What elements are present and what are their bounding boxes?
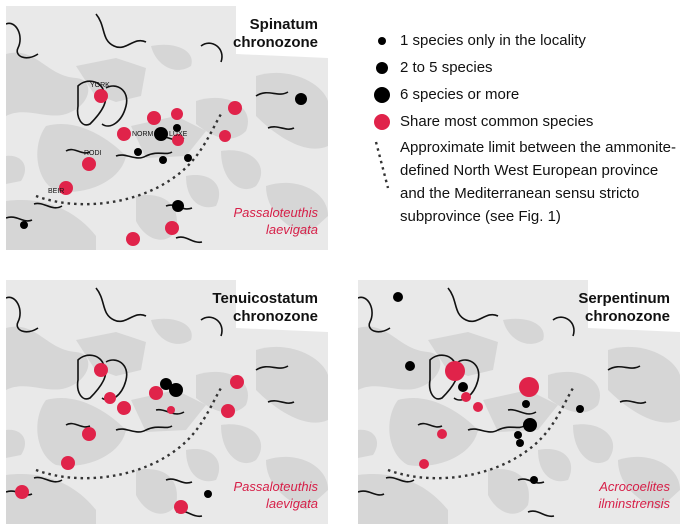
species-label-serpentinum: Acrocoelites ilminstrensis <box>598 478 670 512</box>
black-marker <box>172 200 184 212</box>
red-marker <box>117 127 131 141</box>
red-marker <box>104 392 116 404</box>
title-line-1: Spinatum <box>249 16 318 33</box>
locality-label-york: YORK <box>90 82 110 89</box>
black-marker <box>516 439 524 447</box>
red-marker <box>82 157 96 171</box>
species-line-2: laevigata <box>265 222 318 237</box>
species-label-spinatum: Passaloteuthis laevigata <box>233 204 318 238</box>
title-line-1: Serpentinum <box>578 290 670 307</box>
species-label-tenuicostatum: Passaloteuthis laevigata <box>233 478 318 512</box>
panel-title-tenuicostatum: Tenuicostatum chronozone <box>212 290 318 326</box>
red-marker <box>82 427 96 441</box>
black-marker <box>160 378 172 390</box>
map-spinatum: YORK NORM LUXE RODI BEIR <box>6 6 328 250</box>
medium-black-dot-icon <box>376 62 388 74</box>
red-marker <box>167 406 175 414</box>
black-marker <box>530 476 538 484</box>
species-line-1: Passaloteuthis <box>233 479 318 494</box>
red-marker <box>461 392 471 402</box>
black-marker <box>204 490 212 498</box>
black-marker <box>184 154 192 162</box>
locality-markers <box>20 89 307 246</box>
land-masses <box>6 6 328 250</box>
red-marker <box>419 459 429 469</box>
red-marker <box>149 386 163 400</box>
map-panel-serpentinum: Serpentinum chronozone Acrocoelites ilmi… <box>358 280 680 524</box>
red-marker <box>174 500 188 514</box>
red-marker <box>228 101 242 115</box>
title-line-2: chronozone <box>233 34 318 51</box>
panel-title-serpentinum: Serpentinum chronozone <box>578 290 670 326</box>
red-marker <box>230 375 244 389</box>
province-boundary <box>35 113 223 206</box>
large-black-dot-icon <box>374 87 390 103</box>
province-boundary <box>35 387 223 480</box>
black-marker <box>393 292 403 302</box>
red-marker <box>126 232 140 246</box>
red-marker <box>165 221 179 235</box>
species-line-1: Passaloteuthis <box>233 205 318 220</box>
red-marker <box>219 130 231 142</box>
black-marker <box>154 127 168 141</box>
black-marker <box>173 124 181 132</box>
province-boundary <box>387 387 575 480</box>
black-marker <box>458 382 468 392</box>
legend-label-large-black: 6 species or more <box>400 86 520 103</box>
locality-label-luxe: LUXE <box>169 131 188 138</box>
species-line-2: laevigata <box>265 496 318 511</box>
red-marker <box>94 89 108 103</box>
title-line-2: chronozone <box>233 308 318 325</box>
coastlines <box>6 287 295 518</box>
black-marker <box>295 93 307 105</box>
black-marker <box>523 418 537 432</box>
red-marker <box>15 485 29 499</box>
red-marker <box>221 404 235 418</box>
species-line-1: Acrocoelites <box>599 479 670 494</box>
red-marker <box>61 456 75 470</box>
small-black-dot-icon <box>378 37 386 45</box>
title-line-1: Tenuicostatum <box>212 290 318 307</box>
red-marker <box>172 134 184 146</box>
black-marker <box>159 156 167 164</box>
black-marker <box>169 383 183 397</box>
red-marker <box>445 361 465 381</box>
legend-label-medium-black: 2 to 5 species <box>400 59 493 76</box>
map-panel-tenuicostatum: Tenuicostatum chronozone Passaloteuthis … <box>6 280 328 524</box>
coastlines <box>358 287 647 518</box>
red-marker <box>59 181 73 195</box>
land-masses <box>358 280 680 524</box>
locality-markers <box>393 292 584 484</box>
legend-label-boundary: Approximate limit between the ammonite-d… <box>400 139 676 225</box>
map-panel-spinatum: YORK NORM LUXE RODI BEIR Spinatum chrono… <box>6 6 328 250</box>
black-marker <box>405 361 415 371</box>
locality-label-norm: NORM <box>132 131 154 138</box>
red-marker <box>519 377 539 397</box>
red-marker <box>437 429 447 439</box>
map-tenuicostatum <box>6 280 328 524</box>
red-marker <box>147 111 161 125</box>
red-marker <box>117 401 131 415</box>
locality-labels: YORK NORM LUXE RODI BEIR <box>48 82 188 195</box>
title-line-2: chronozone <box>585 308 670 325</box>
red-marker <box>94 363 108 377</box>
black-marker <box>576 405 584 413</box>
dotted-boundary-icon <box>374 141 390 189</box>
panel-title-spinatum: Spinatum chronozone <box>233 16 318 52</box>
map-serpentinum <box>358 280 680 524</box>
locality-label-rodi: RODI <box>84 150 102 157</box>
black-marker <box>20 221 28 229</box>
red-marker <box>473 402 483 412</box>
black-marker <box>514 431 522 439</box>
legend-label-red: Share most common species <box>400 113 594 130</box>
legend-label-small-black: 1 species only in the locality <box>400 32 586 49</box>
red-dot-icon <box>374 114 390 130</box>
species-line-2: ilminstrensis <box>598 496 670 511</box>
black-marker <box>134 148 142 156</box>
locality-markers <box>15 363 244 514</box>
black-marker <box>522 400 530 408</box>
red-marker <box>171 108 183 120</box>
locality-label-beir: BEIR <box>48 188 64 195</box>
